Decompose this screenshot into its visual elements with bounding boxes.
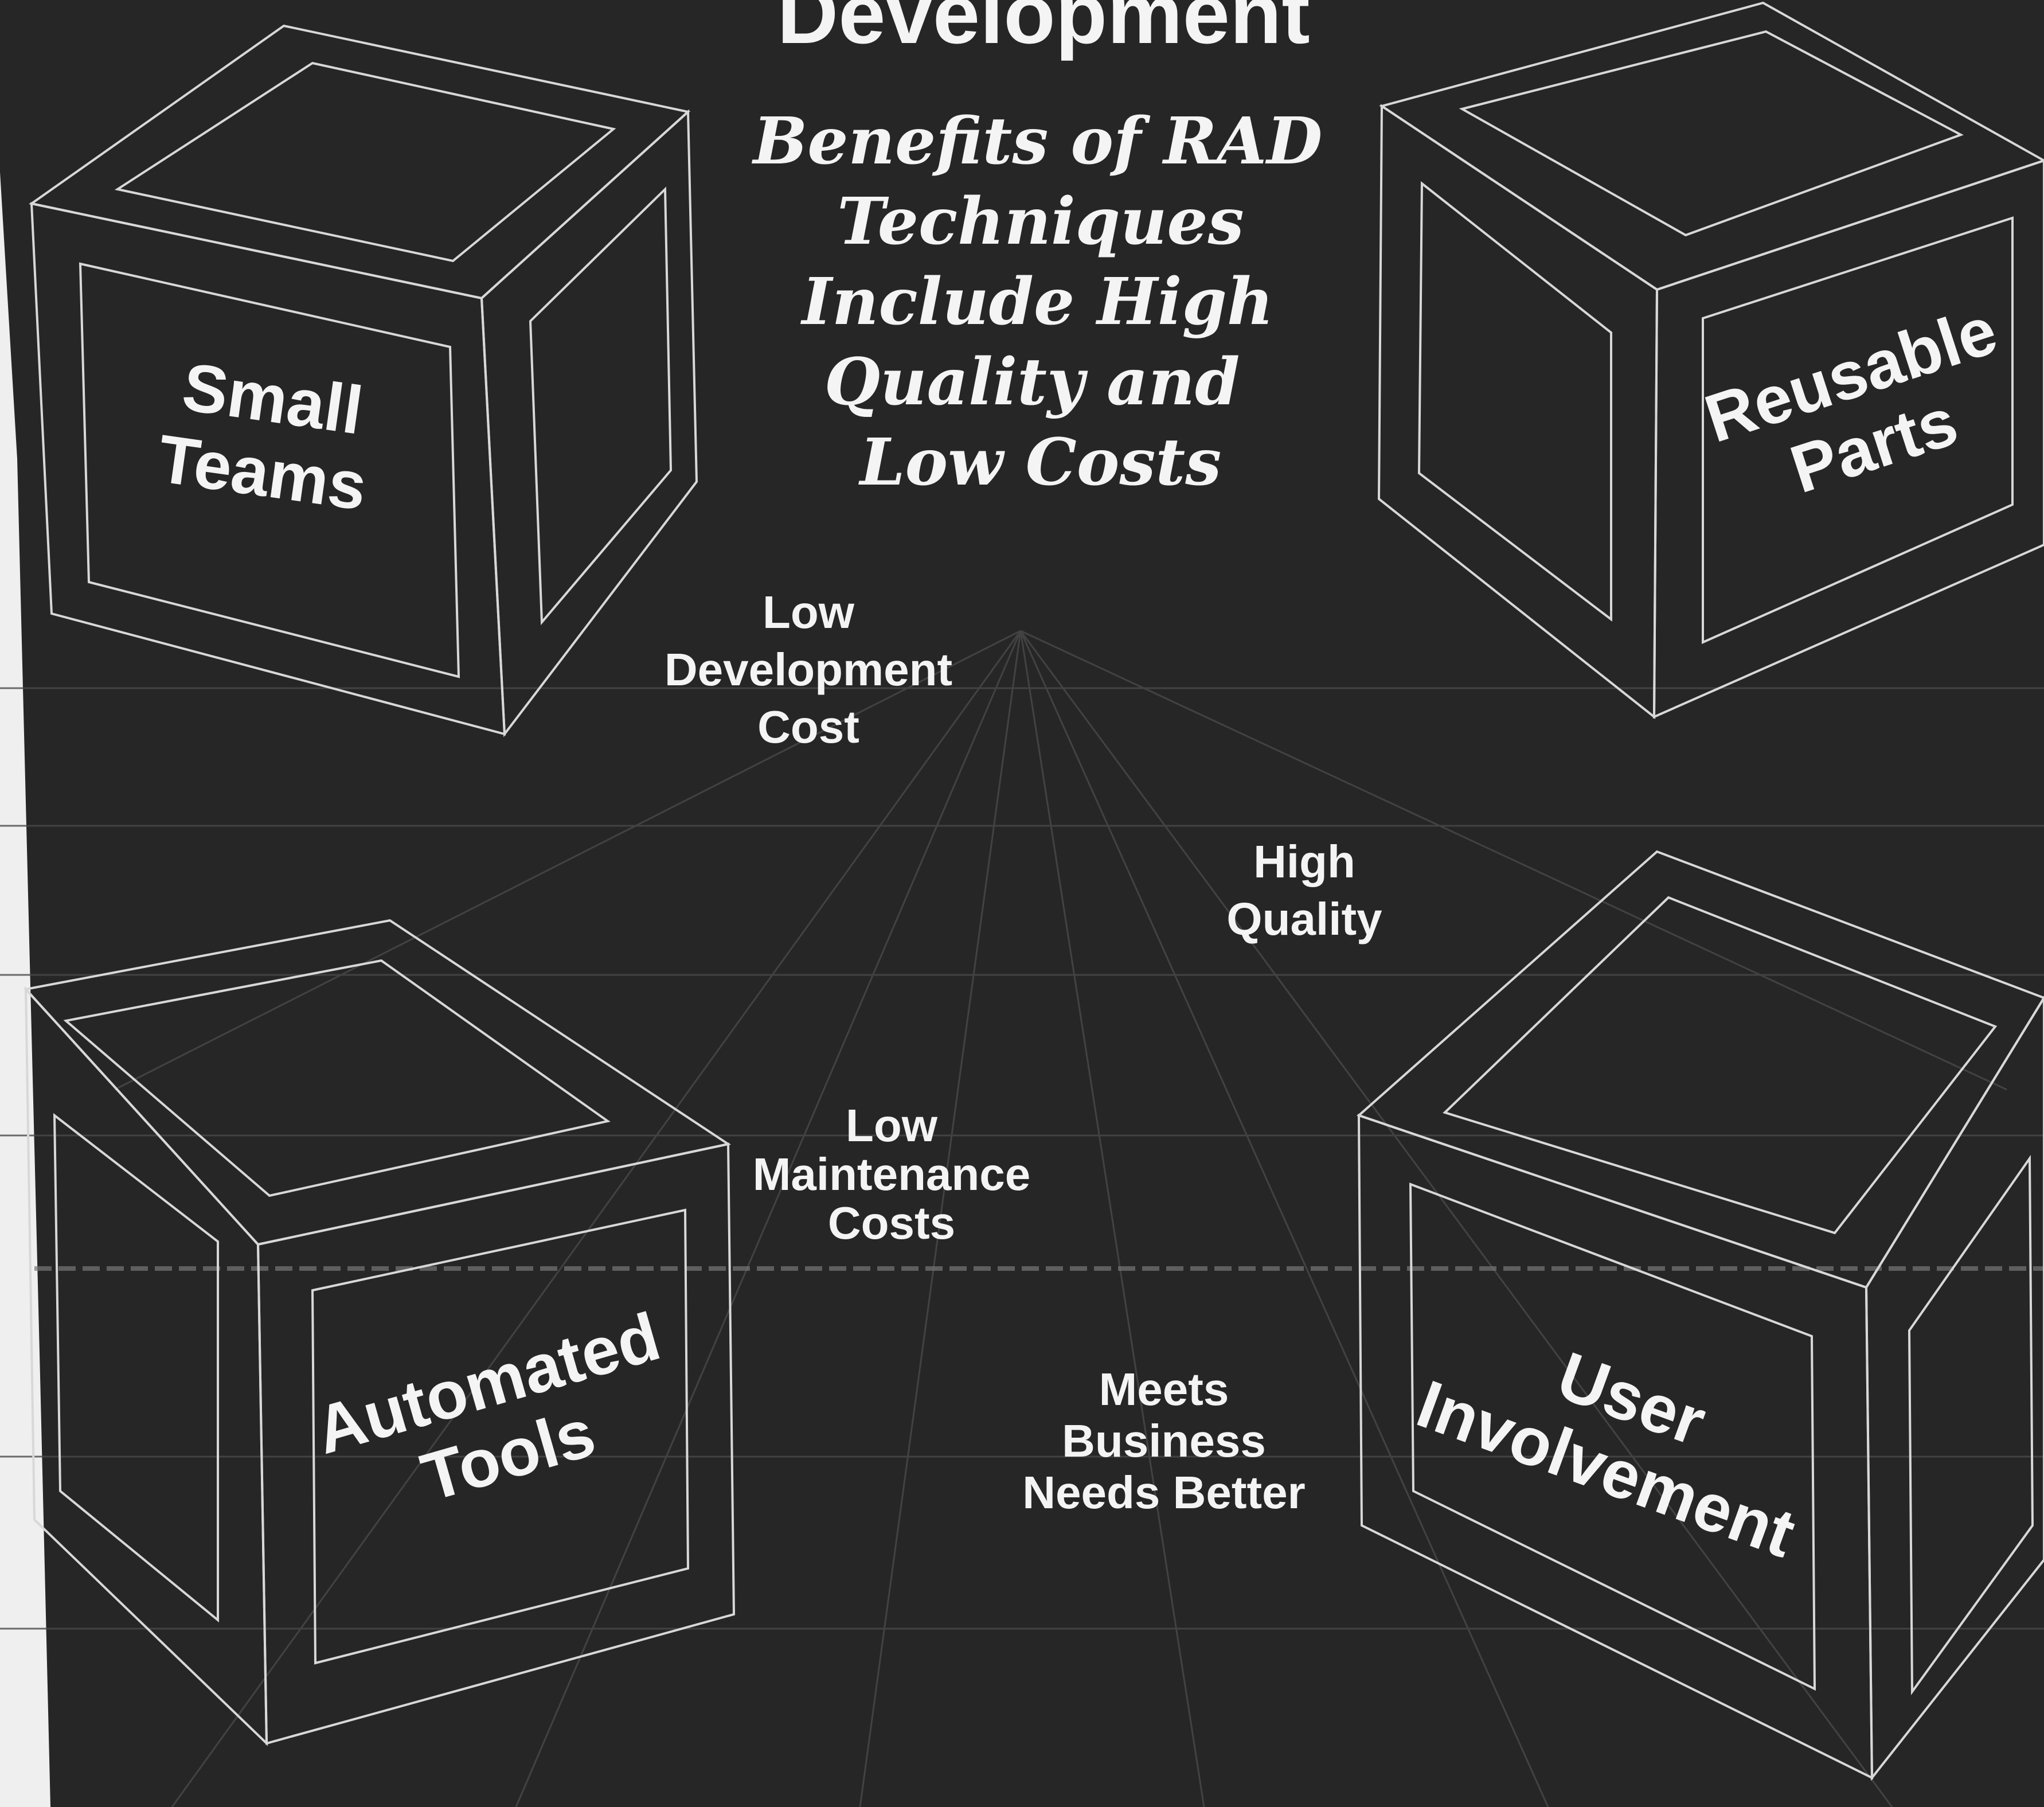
cube-top-inset bbox=[114, 61, 616, 263]
cube-side-face bbox=[1652, 159, 2044, 719]
benefit-low-maintenance-costs: Low Maintenance Costs bbox=[753, 1100, 1031, 1248]
benefit-label-line: Low bbox=[846, 1100, 938, 1151]
benefit-label-line: Meets bbox=[1099, 1364, 1229, 1415]
cube-small-teams bbox=[29, 24, 698, 737]
benefit-low-development-cost: Low Development Cost bbox=[665, 587, 952, 752]
cube-top-inset bbox=[1459, 30, 1964, 237]
cube-top-inset bbox=[1443, 896, 1998, 1235]
benefit-label-line: Maintenance bbox=[753, 1149, 1031, 1200]
cube-side-inset bbox=[1908, 1154, 2034, 1696]
benefit-high-quality: High Quality bbox=[1226, 836, 1382, 945]
benefit-label-line: Business bbox=[1062, 1415, 1266, 1466]
benefit-label-line: High bbox=[1253, 836, 1355, 887]
subtitle-block: Benefits of RAD Techniques Include High … bbox=[752, 104, 1323, 500]
subtitle-line: Benefits of RAD bbox=[752, 104, 1323, 179]
benefit-meets-business-needs: Meets Business Needs Better bbox=[1022, 1364, 1306, 1518]
cube-side-face bbox=[24, 986, 268, 1746]
benefit-label-line: Costs bbox=[828, 1197, 955, 1248]
cube-side-face bbox=[480, 109, 698, 737]
benefit-label-line: Low bbox=[763, 587, 855, 638]
benefit-label-line: Development bbox=[665, 644, 952, 695]
perspective-grid bbox=[0, 630, 2044, 1807]
subtitle-line: Include High bbox=[800, 264, 1274, 339]
cube-front-inset bbox=[1417, 181, 1612, 622]
cube-top-inset bbox=[63, 959, 611, 1197]
cube-side-inset bbox=[1702, 216, 2014, 645]
benefit-label-line: Needs Better bbox=[1022, 1467, 1306, 1518]
cube-side-inset bbox=[53, 1113, 219, 1623]
cube-front-inset bbox=[1409, 1182, 1816, 1691]
page-title: Development bbox=[777, 0, 1310, 61]
benefit-label-line: Cost bbox=[757, 701, 859, 752]
cube-reusable-parts bbox=[1377, 1, 2044, 720]
cube-user-involvement bbox=[1357, 850, 2044, 1781]
cube-automated-tools bbox=[24, 919, 736, 1746]
subtitle-line: Techniques bbox=[837, 184, 1244, 259]
cube-side-face bbox=[1865, 996, 2044, 1781]
subtitle-line: Quality and bbox=[824, 345, 1240, 420]
cube-front-inset bbox=[311, 1208, 690, 1665]
cube-side-inset bbox=[529, 186, 673, 626]
cube-front-inset bbox=[79, 262, 460, 678]
subtitle-line: Low Costs bbox=[858, 425, 1222, 500]
cube-label-small-teams: Small Teams bbox=[153, 349, 371, 525]
benefit-label-line: Quality bbox=[1226, 893, 1382, 945]
